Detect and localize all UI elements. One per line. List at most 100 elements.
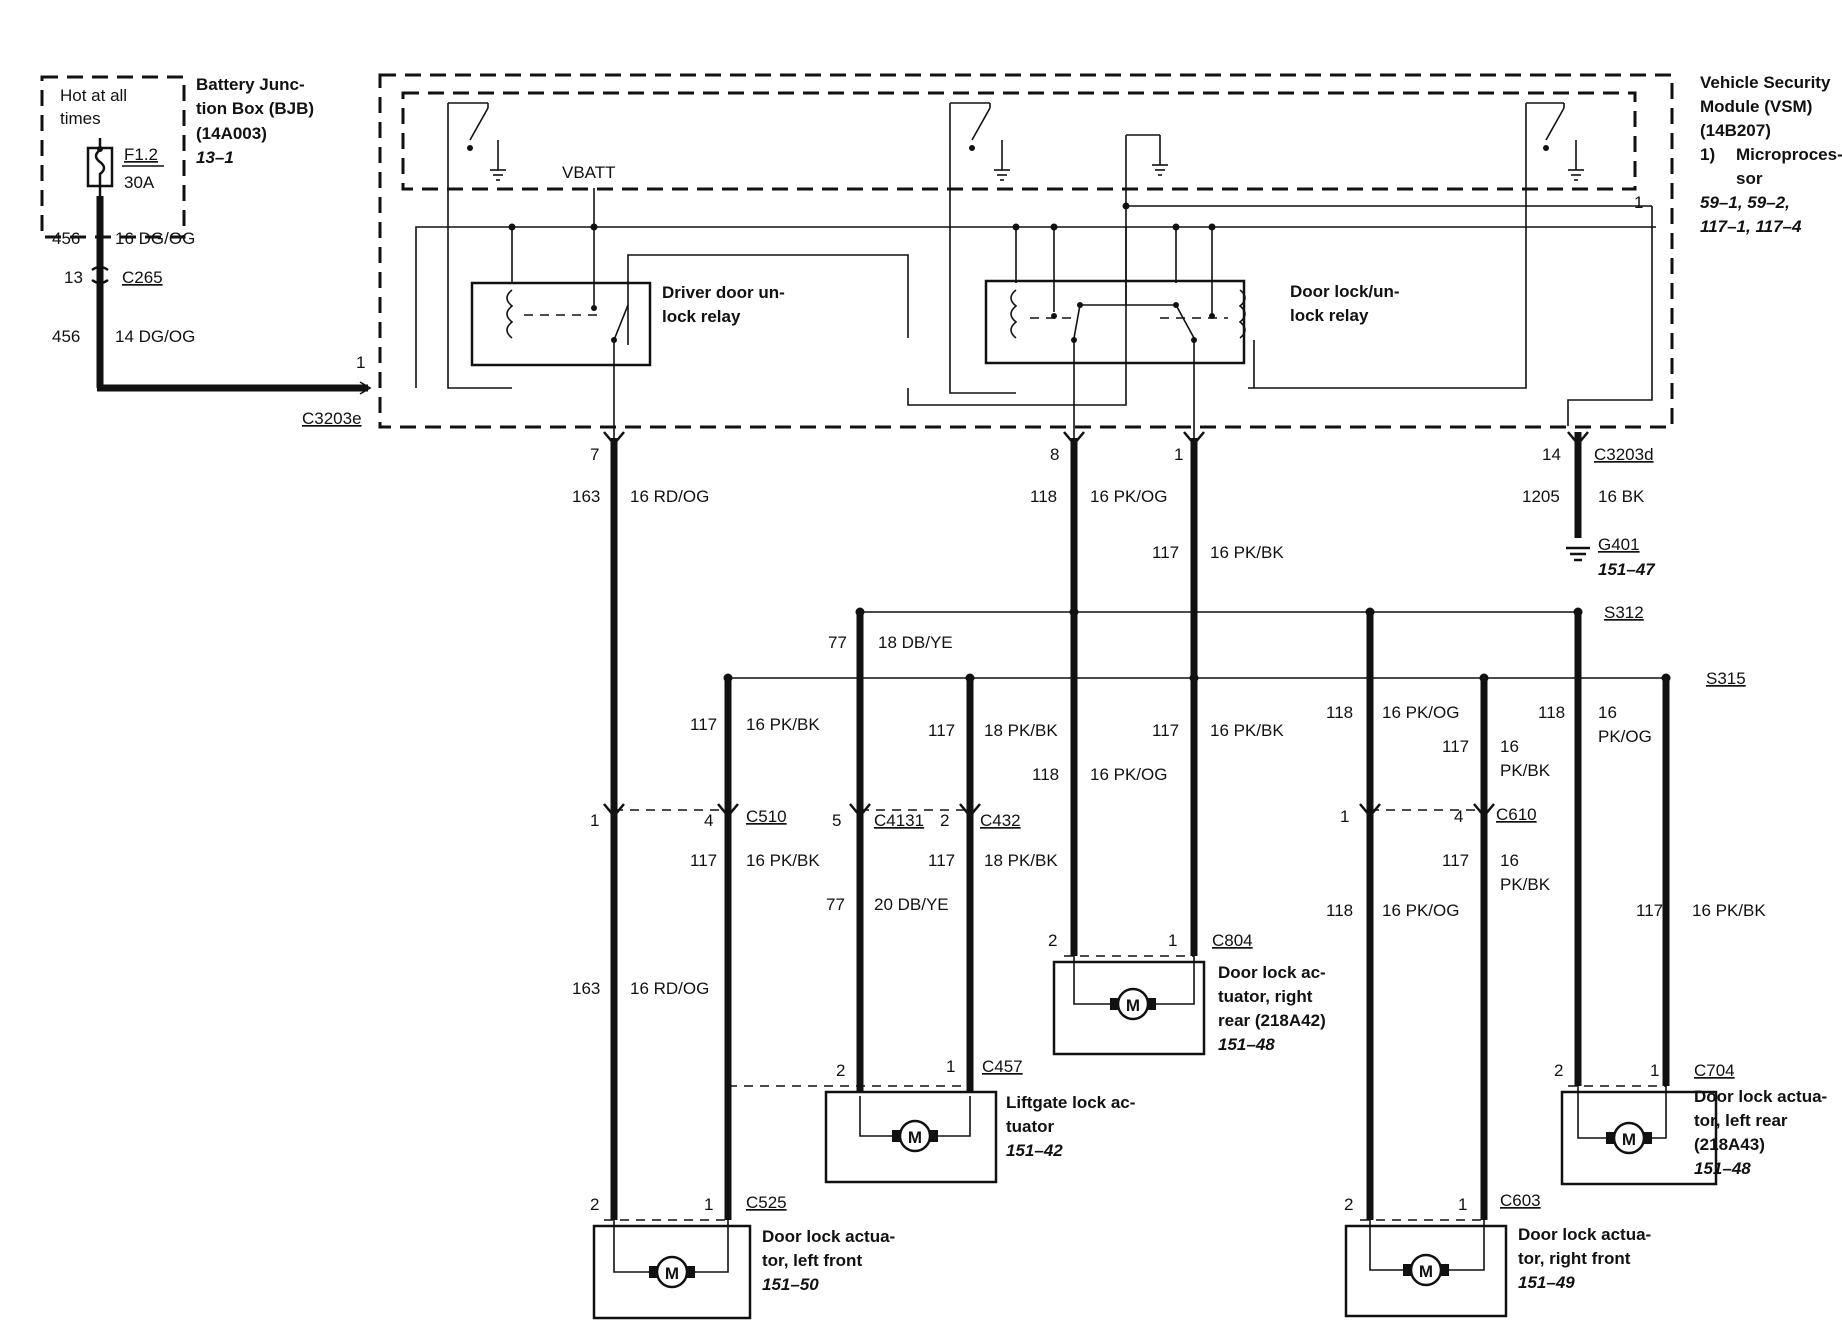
actuator-name: Door lock actua- [1518, 1225, 1651, 1244]
actuator-liftgate: M [728, 1085, 998, 1184]
ground-icon [1566, 546, 1590, 562]
microprocessor-outline [401, 91, 1637, 191]
wire-spec: 16 PK/OG [1090, 765, 1167, 784]
wire-spec: 16 [1500, 737, 1519, 756]
switch-icon [1525, 102, 1584, 181]
actuator-ref: 151–50 [762, 1275, 819, 1294]
actuator-ref: 151–49 [1518, 1273, 1575, 1292]
g401-ref: 151–47 [1598, 560, 1656, 579]
c510-connector: C510 [746, 807, 787, 826]
actuator-right-rear: M [1052, 955, 1206, 1056]
c610-pin: 1 [1340, 807, 1349, 826]
wire-circuit: 163 [572, 487, 600, 506]
c610-pin: 4 [1454, 807, 1463, 826]
actuator-name: tor, right front [1518, 1249, 1631, 1268]
actuator-ref: 151–48 [1694, 1159, 1751, 1178]
vsm-note-text-2: sor [1736, 169, 1763, 188]
ground-icon [1126, 134, 1168, 176]
wire-spec: PK/BK [1500, 875, 1551, 894]
vsm-refs-2: 117–1, 117–4 [1700, 217, 1802, 236]
actuator-ref: 151–42 [1006, 1141, 1063, 1160]
wire-circuit: 117 [1442, 737, 1469, 756]
pin: 2 [836, 1061, 845, 1080]
hot-at-all-times-label-2: times [60, 109, 101, 128]
actuator-name: tuator, right [1218, 987, 1313, 1006]
motor-label: M [1622, 1130, 1636, 1149]
wire-circuit: 118 [1030, 487, 1057, 506]
wire-circuit: 117 [690, 851, 717, 870]
vsm-part: (14B207) [1700, 121, 1771, 140]
switch-icon [949, 102, 1010, 181]
wire-circuit: 118 [1326, 901, 1353, 920]
c3203d-connector: C3203d [1594, 445, 1654, 464]
battery-feed-wire: 456 16 DG/OG 13 C265 456 14 DG/OG 1 C320… [52, 196, 372, 428]
wire-circuit: 1205 [1522, 487, 1560, 506]
wire-spec: PK/OG [1598, 727, 1652, 746]
feed-spec-2: 14 DG/OG [115, 327, 195, 346]
actuator-name: Liftgate lock ac- [1006, 1093, 1135, 1112]
fuse-rating: 30A [124, 173, 155, 192]
bjb-part: (14A003) [196, 124, 267, 143]
vsm-note-text: Microproces- [1736, 145, 1842, 164]
feed-spec-1: 16 DG/OG [115, 229, 195, 248]
wire-circuit: 117 [928, 721, 955, 740]
wire-circuit: 77 [826, 895, 845, 914]
wire-spec: 16 PK/BK [746, 851, 820, 870]
c510-pin: 4 [704, 811, 713, 830]
actuator-name: (218A43) [1694, 1135, 1765, 1154]
vsm-pin-1: 1 [356, 353, 365, 372]
vsm-title: Vehicle Security [1700, 73, 1831, 92]
actuator-name: tor, left front [762, 1251, 862, 1270]
wire-circuit: 118 [1538, 703, 1565, 722]
vsm-outline [378, 73, 1674, 429]
vbatt-bus [415, 226, 1656, 388]
fuse-icon [86, 138, 114, 196]
wire-spec: 16 PK/OG [1090, 487, 1167, 506]
pin: 2 [1554, 1061, 1563, 1080]
c610-connector: C610 [1496, 805, 1537, 824]
bjb-title-2: tion Box (BJB) [196, 99, 314, 118]
c3203e-connector: C3203e [302, 409, 362, 428]
wire-spec: 16 PK/BK [1210, 543, 1284, 562]
actuator-name: Door lock actua- [1694, 1087, 1827, 1106]
c432-pin: 2 [940, 811, 949, 830]
fuse-name: F1.2 [124, 145, 158, 164]
c457-connector: C457 [982, 1057, 1023, 1076]
wire-spec: 16 RD/OG [630, 979, 709, 998]
c525-connector: C525 [746, 1193, 787, 1212]
pin: 2 [1048, 931, 1057, 950]
harness-wires [603, 431, 1671, 1220]
wire-circuit: 163 [572, 979, 600, 998]
pin-14: 14 [1542, 445, 1561, 464]
driver-relay-label-2: lock relay [662, 307, 741, 326]
wire-circuit: 77 [828, 633, 847, 652]
wire-circuit: 117 [1442, 851, 1469, 870]
door-lock-unlock-relay [984, 223, 1255, 438]
actuator-left-rear: M [1560, 1085, 1718, 1186]
pin: 1 [1168, 931, 1177, 950]
c4131-connector: C4131 [874, 811, 924, 830]
wire-spec: 16 PK/BK [1692, 901, 1766, 920]
actuator-right-front: M [1344, 1219, 1508, 1318]
lock-relay-label-2: lock relay [1290, 306, 1369, 325]
actuator-left-front: M [592, 1219, 752, 1320]
c432-connector: C432 [980, 811, 1021, 830]
pin: 2 [590, 1195, 599, 1214]
hot-at-all-times-label: Hot at all [60, 86, 127, 105]
actuator-name: tuator [1006, 1117, 1055, 1136]
wire-spec: 16 PK/BK [746, 715, 820, 734]
wire-circuit: 117 [690, 715, 717, 734]
wire-spec: 16 [1500, 851, 1519, 870]
motor-label: M [665, 1264, 679, 1283]
wire-spec: 16 [1598, 703, 1617, 722]
wire-spec: 18 PK/BK [984, 851, 1058, 870]
wire-spec: 16 BK [1598, 487, 1645, 506]
pin: 1 [1458, 1195, 1467, 1214]
pin-7: 7 [590, 445, 599, 464]
actuator-name: rear (218A42) [1218, 1011, 1326, 1030]
wire-circuit: 117 [1152, 721, 1179, 740]
pin-1: 1 [1174, 445, 1183, 464]
actuator-name: tor, left rear [1694, 1111, 1788, 1130]
wire-spec: 16 PK/BK [1210, 721, 1284, 740]
